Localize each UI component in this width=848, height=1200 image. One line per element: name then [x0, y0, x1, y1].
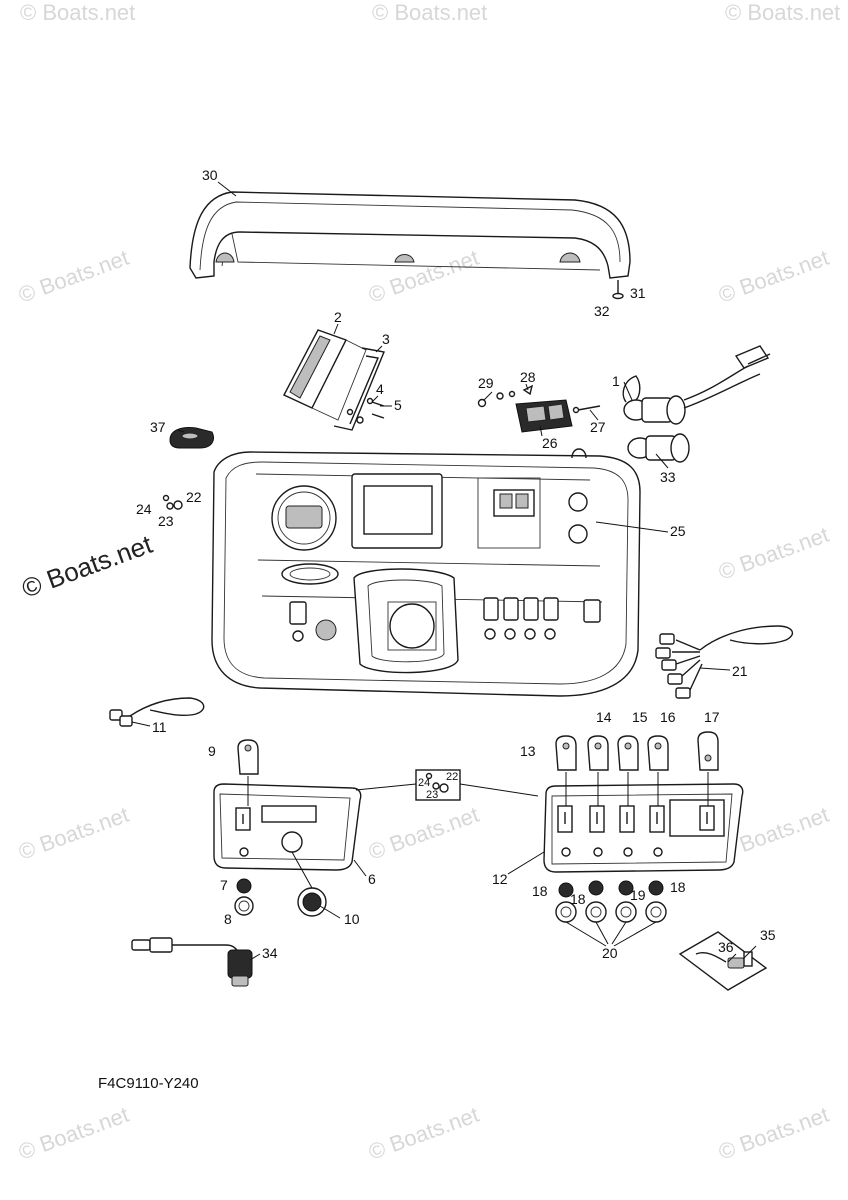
- callout-13: 13: [520, 743, 536, 759]
- callout-25: 25: [670, 523, 686, 539]
- connector-part: [131, 937, 253, 987]
- watermark: © Boats.net: [715, 1102, 832, 1165]
- callout-18: 18: [570, 891, 586, 907]
- callout-12: 12: [492, 871, 508, 887]
- callout-6: 6: [368, 871, 376, 887]
- display-unit-part: [283, 329, 385, 431]
- callout-28: 28: [520, 369, 536, 385]
- grab-rail-part: [189, 191, 631, 300]
- callout-labels: 30 31 32 2 3 4 5 29 28 26 27 1 33 37 22 …: [136, 167, 776, 961]
- watermark: © Boats.net: [715, 245, 832, 308]
- callout-34: 34: [262, 945, 278, 961]
- right-switch-panel-part: [543, 731, 744, 947]
- callout-22-box: 22: [446, 771, 458, 783]
- callout-17: 17: [704, 709, 720, 725]
- watermark: © Boats.net: [365, 802, 482, 865]
- callout-27: 27: [590, 419, 606, 435]
- callout-33: 33: [660, 469, 676, 485]
- callout-23: 23: [158, 513, 174, 529]
- callout-24: 24: [136, 501, 152, 517]
- callout-11: 11: [152, 719, 167, 735]
- switch-housing-part: [477, 384, 601, 433]
- watermark: © Boats.net: [715, 522, 832, 585]
- callout-35: 35: [760, 927, 776, 943]
- callout-16: 16: [660, 709, 676, 725]
- callout-36: 36: [718, 939, 734, 955]
- watermark: © Boats.net: [725, 0, 840, 25]
- callout-23-box: 23: [426, 789, 438, 801]
- power-outlet-part: [622, 345, 771, 463]
- hardware-detail-box: [355, 769, 539, 801]
- callout-8: 8: [224, 911, 232, 927]
- callout-30: 30: [202, 167, 218, 183]
- small-harness-part: [109, 697, 205, 727]
- callout-21: 21: [732, 663, 748, 679]
- key-fob-part: [169, 427, 214, 449]
- left-switch-panel-part: [213, 739, 362, 917]
- callout-20: 20: [602, 945, 618, 961]
- key-switch-part: [678, 931, 768, 991]
- watermark: © Boats.net: [365, 1102, 482, 1165]
- dashboard-console-part: [211, 448, 641, 697]
- callout-22: 22: [186, 489, 202, 505]
- watermark: © Boats.net: [15, 1102, 132, 1165]
- wire-harness-part: [655, 625, 794, 699]
- hardware-set-part: [162, 494, 183, 510]
- watermark-dark: © Boats.net: [18, 529, 157, 604]
- callout-14: 14: [596, 709, 612, 725]
- callout-2: 2: [334, 309, 342, 325]
- watermark: © Boats.net: [365, 245, 482, 308]
- callout-7: 7: [220, 877, 228, 893]
- callout-26: 26: [542, 435, 558, 451]
- drawing-code: F4C9110-Y240: [98, 1075, 199, 1092]
- watermark: © Boats.net: [372, 0, 487, 25]
- callout-10: 10: [344, 911, 360, 927]
- callout-18: 18: [670, 879, 686, 895]
- callout-32: 32: [594, 303, 610, 319]
- callout-31: 31: [630, 285, 646, 301]
- callout-24-box: 24: [418, 777, 430, 789]
- callout-37: 37: [150, 419, 166, 435]
- callout-15: 15: [632, 709, 648, 725]
- callout-18: 18: [532, 883, 548, 899]
- callout-1: 1: [612, 373, 620, 389]
- watermark: © Boats.net: [15, 245, 132, 308]
- leader-lines: [131, 181, 757, 963]
- callout-19: 19: [630, 887, 646, 903]
- callout-9: 9: [208, 743, 216, 759]
- callout-4: 4: [376, 381, 384, 397]
- callout-29: 29: [478, 375, 494, 391]
- watermark: © Boats.net: [15, 802, 132, 865]
- watermark: © Boats.net: [20, 0, 135, 25]
- callout-5: 5: [394, 397, 402, 413]
- callout-3: 3: [382, 331, 390, 347]
